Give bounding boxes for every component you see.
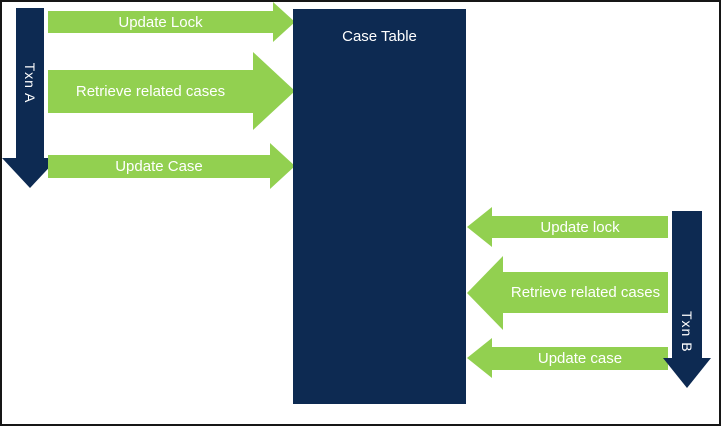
arrow-update-case-a-head-right-icon <box>270 143 295 189</box>
arrow-retrieve-cases-b: Retrieve related cases <box>503 272 668 313</box>
case-table-box: Case Table <box>293 9 466 404</box>
txn-a-label: Txn A <box>22 62 38 104</box>
arrow-update-lock-a: Update Lock <box>48 11 273 33</box>
txn-b-arrow-shaft: Txn B <box>672 211 702 358</box>
arrow-update-lock-a-head-right-icon <box>273 2 295 42</box>
arrow-update-lock-b-label: Update lock <box>540 218 620 236</box>
arrow-update-case-a: Update Case <box>48 155 270 178</box>
arrow-update-case-b: Update case <box>492 347 668 370</box>
arrow-retrieve-cases-a-head-right-icon <box>253 52 295 130</box>
case-table-label: Case Table <box>342 28 417 45</box>
arrow-update-lock-a-label: Update Lock <box>118 13 203 31</box>
txn-a-arrow-shaft: Txn A <box>16 8 44 158</box>
arrow-retrieve-cases-a-label: Retrieve related cases <box>75 83 226 100</box>
arrow-retrieve-cases-b-head-left-icon <box>467 256 503 330</box>
arrow-update-lock-b-head-left-icon <box>467 207 492 247</box>
arrow-retrieve-cases-a: Retrieve related cases <box>48 70 253 113</box>
arrow-update-case-b-head-left-icon <box>467 338 492 378</box>
txn-b-label: Txn B <box>679 311 695 353</box>
txn-b-arrowhead-down-icon <box>663 358 711 388</box>
arrow-update-lock-b: Update lock <box>492 216 668 238</box>
arrow-update-case-b-label: Update case <box>537 350 623 367</box>
arrow-retrieve-cases-b-label: Retrieve related cases <box>510 284 661 301</box>
arrow-update-case-a-label: Update Case <box>115 158 203 175</box>
